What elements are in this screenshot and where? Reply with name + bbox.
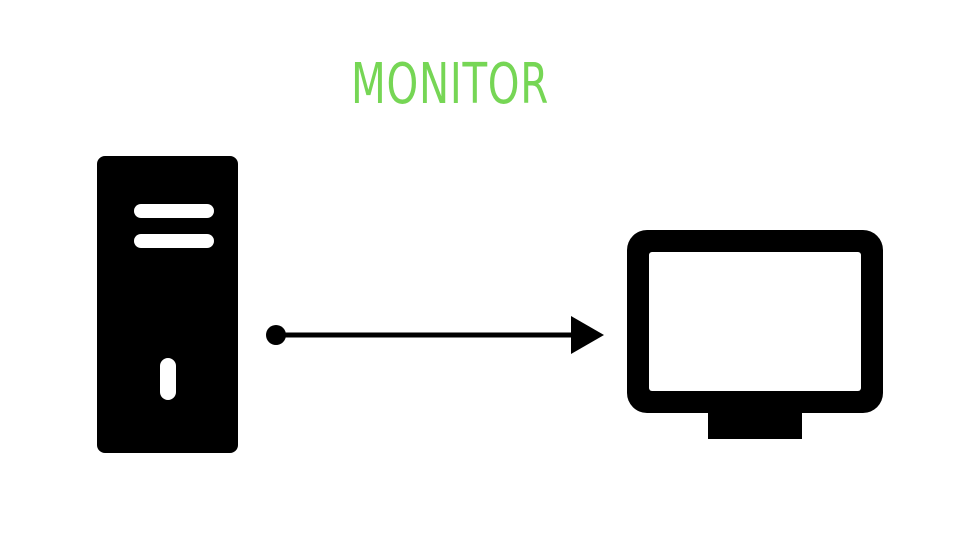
monitor-icon bbox=[627, 230, 883, 439]
monitor-stand bbox=[708, 405, 802, 439]
connection-arrow bbox=[266, 316, 604, 354]
power-button bbox=[160, 358, 176, 400]
tower-body bbox=[97, 156, 238, 453]
desktop-tower-icon bbox=[97, 156, 238, 453]
arrow-head bbox=[571, 316, 604, 354]
monitor-screen bbox=[649, 252, 861, 391]
drive-bay-bottom bbox=[134, 234, 214, 248]
drive-bay-top bbox=[134, 204, 214, 218]
diagram-title: MONITOR bbox=[351, 52, 549, 117]
